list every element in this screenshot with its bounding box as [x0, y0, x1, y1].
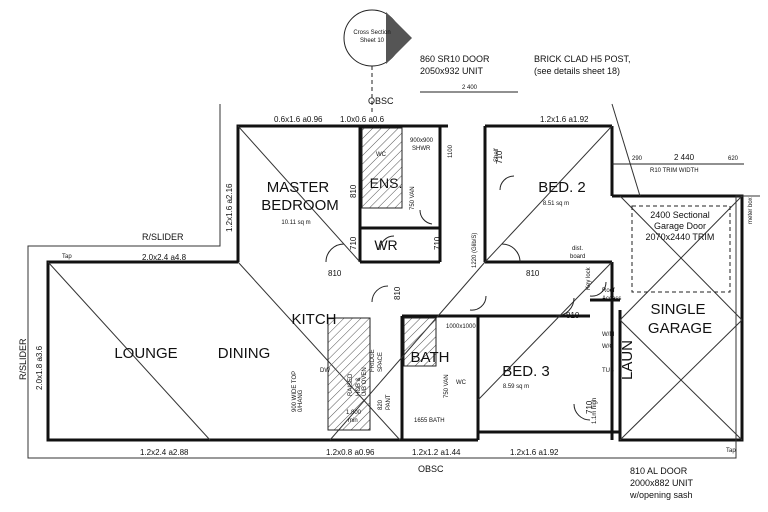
- door-note-line1: 860 SR10 DOOR: [420, 54, 490, 64]
- walls: [46, 124, 744, 442]
- window-dim-b1: 1.2x2.4 a2.88: [140, 448, 189, 457]
- bath-vanity-label: 750 VAN: [444, 374, 450, 398]
- ensuite-hatch: [361, 127, 403, 209]
- rslider-side-label: R/SLIDER: [18, 338, 28, 380]
- obsc-bottom-label: OBSC: [418, 464, 444, 474]
- dim-290: 290: [632, 156, 643, 162]
- room-wc: WR: [374, 237, 397, 253]
- hob-label-2: HOB &: [356, 377, 362, 396]
- laundry-wc-label: W/C: [602, 344, 614, 350]
- tap-bottom-label: Tap: [726, 448, 736, 454]
- door-810-master: 810: [328, 269, 342, 278]
- room-lounge: LOUNGE: [114, 345, 177, 362]
- hob-label-1: RAISED: [348, 373, 354, 396]
- al-door-note1: 810 AL DOOR: [630, 466, 688, 476]
- shower-size: 900x900: [410, 138, 434, 144]
- window-dim-b2: 1.2x1.6 a1.92: [540, 115, 589, 124]
- shelf-height-label: 1.1m high: [592, 398, 598, 424]
- room-dining: DINING: [218, 345, 271, 362]
- room-master-line2: BEDROOM: [261, 197, 339, 214]
- post-note-line2: (see details sheet 18): [534, 66, 620, 76]
- dim-620: 620: [728, 156, 739, 162]
- fridge-label-1: FRIDGE: [370, 349, 376, 372]
- meter-box-label: meter box: [748, 197, 754, 224]
- wide-top-label-1: 900 WIDE TOP: [292, 371, 298, 412]
- min-dim-2: min: [348, 418, 358, 424]
- door-810-ens: 810: [349, 184, 358, 198]
- window-dim-b4: 1.2x1.6 a1.92: [510, 448, 559, 457]
- ensuite-wc-label: WC: [376, 152, 387, 158]
- window-dim-b2b: 1.2x0.8 a0.96: [326, 448, 375, 457]
- shelf-label: Shelf: [494, 148, 500, 162]
- door-810-hall: 810: [393, 286, 402, 300]
- pantry-label-2: PANT: [386, 394, 392, 410]
- tub-label: TUB: [602, 368, 614, 374]
- shower-label: SHWR: [412, 146, 431, 152]
- door-swings: [325, 175, 607, 421]
- cross-section-sheet: Sheet 10: [360, 38, 385, 44]
- kitchen-bench-hatch: [327, 317, 371, 431]
- bath-hatch: [403, 317, 437, 367]
- garage-door-outline: [631, 205, 731, 293]
- room-bed3: BED. 3: [502, 363, 550, 380]
- bath-length-label: 1655 BATH: [414, 418, 445, 424]
- room-laundry: LAUN: [619, 340, 636, 380]
- room-bed3-area: 8.59 sq m: [503, 384, 529, 390]
- trim-width-label: R10 TRIM WIDTH: [650, 168, 699, 174]
- tap-top-label: Tap: [62, 254, 72, 260]
- hob-label-3: U/B OVEN: [362, 367, 368, 396]
- room-garage: GARAGE: [648, 320, 712, 337]
- room-ensuite: ENS.: [370, 175, 403, 191]
- pantry-label-1: 820: [378, 399, 384, 410]
- room-master-area: 10.11 sq m: [281, 220, 310, 226]
- obsc-top-label: OBSC: [368, 96, 394, 106]
- room-master-line1: MASTER: [267, 179, 330, 196]
- door-710-linen: 710: [433, 236, 442, 250]
- window-dim-rslider: 2.0x2.4 a4.8: [142, 253, 187, 262]
- min-dim-1: 1,800: [346, 410, 362, 416]
- key-lock-label: Key lock: [586, 266, 592, 290]
- washing-machine-label: W/M: [602, 332, 614, 338]
- cross-section-label: Cross Section: [353, 30, 390, 36]
- window-dim-mb2: 1.0x0.6 a0.6: [340, 115, 385, 124]
- door-810-bed2: 810: [526, 269, 540, 278]
- ensuite-1100-label: 1100: [448, 144, 454, 158]
- door-710-wr: 710: [349, 236, 358, 250]
- garage-door-note3: 2070x2440 TRIM: [646, 232, 715, 242]
- dim-2400-top: 2 400: [462, 85, 478, 91]
- ensuite-vanity-label: 750 VAN: [410, 186, 416, 210]
- room-bed2: BED. 2: [538, 179, 586, 196]
- fridge-label-2: SPACE: [378, 352, 384, 372]
- rslider-top-label: R/SLIDER: [142, 232, 184, 242]
- door-710-robe: 710: [495, 150, 504, 164]
- door-note-line2: 2050x932 UNIT: [420, 66, 484, 76]
- door-810-bed3: 810: [566, 311, 580, 320]
- dist-board-1: dist.: [572, 246, 583, 252]
- window-dim-left: 2.0x1.8 a3.6: [35, 345, 44, 390]
- garage-door-note1: 2400 Sectional: [650, 210, 710, 220]
- window-dim-mb3: 1.2x1.6 a2.16: [225, 183, 234, 232]
- cross-section-marker: Cross Section Sheet 10: [343, 9, 412, 112]
- shower2-size: 1000x1000: [446, 324, 476, 330]
- al-door-note3: w/opening sash: [629, 490, 693, 500]
- room-bed2-area: 8.51 sq m: [543, 201, 569, 207]
- room-single: SINGLE: [650, 301, 705, 318]
- bath-wc-label: WC: [456, 380, 467, 386]
- door-710-bed3-robe: 710: [585, 400, 594, 414]
- window-dim-mb1: 0.6x1.6 a0.96: [274, 115, 323, 124]
- roof-access-2: Access: [602, 296, 621, 302]
- room-bath: BATH: [411, 349, 450, 366]
- window-dim-b3: 1.2x1.2 a1.44: [412, 448, 461, 457]
- dist-board-2: board: [570, 254, 585, 260]
- wide-top-label-2: 0/HANG: [298, 389, 304, 412]
- dim-2440: 2 440: [674, 153, 695, 162]
- garage-door-note2: Garage Door: [654, 221, 706, 231]
- room-kitchen: KITCH: [292, 311, 337, 328]
- linen-glib-label: 1220 (Glib/S): [472, 233, 478, 268]
- post-note-line1: BRICK CLAD H5 POST,: [534, 54, 631, 64]
- dishwasher-label: DW: [320, 368, 330, 374]
- roof-access-1: Roof: [602, 288, 615, 294]
- al-door-note2: 2000x882 UNIT: [630, 478, 694, 488]
